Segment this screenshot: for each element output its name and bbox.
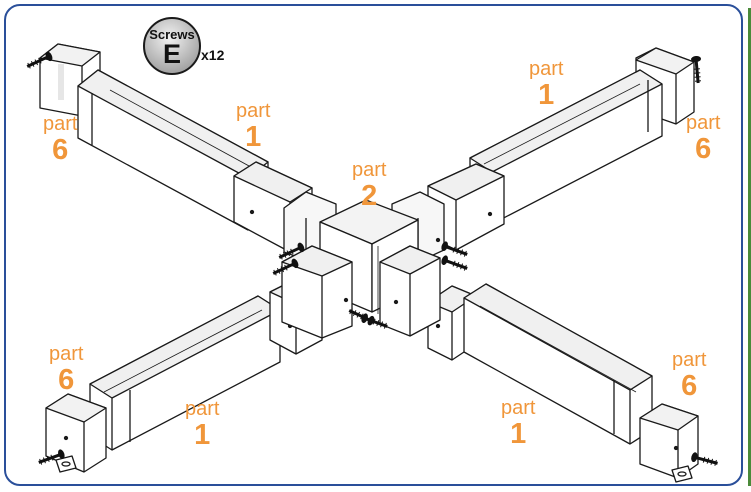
center-hub [281, 199, 441, 339]
screws-quantity: x12 [201, 47, 225, 63]
screws-badge-letter: E [162, 39, 181, 69]
screws-badge-word: Screws [149, 27, 195, 42]
arm-lower-right [427, 283, 699, 483]
arm-upper-left [39, 43, 337, 265]
page-edge [748, 8, 751, 486]
arm-lower-left [45, 277, 323, 473]
screws-badge: Screws E [143, 17, 201, 75]
arm-upper-right [391, 47, 695, 263]
